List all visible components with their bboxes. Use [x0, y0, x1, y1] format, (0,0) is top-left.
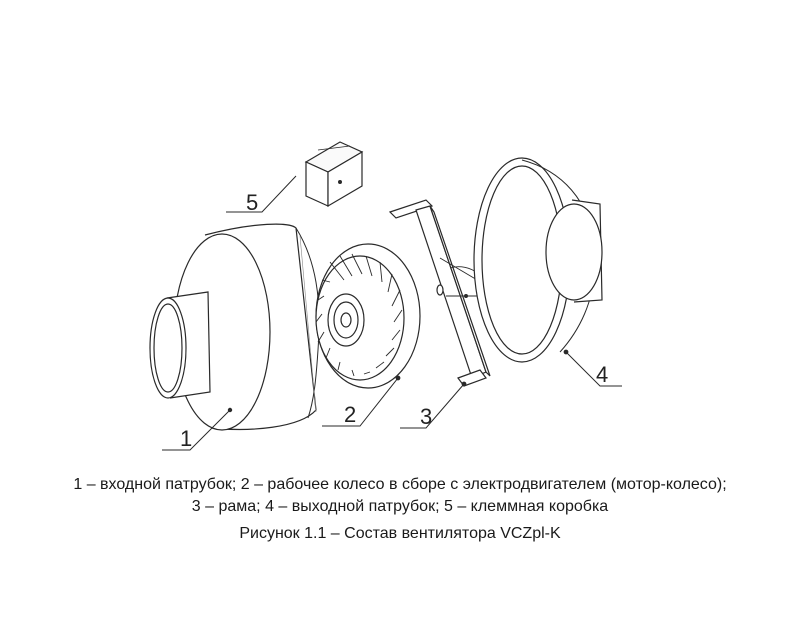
frame [388, 199, 495, 387]
exploded-view-diagram: 5 1 2 3 4 [149, 141, 622, 451]
figure-title: Рисунок 1.1 – Состав вентилятора VCZpl-K [239, 525, 561, 542]
terminal-box [304, 141, 364, 208]
leader-lines [162, 175, 622, 451]
callout-4: 4 [596, 362, 608, 387]
impeller-motor [315, 243, 421, 389]
callout-5: 5 [246, 190, 258, 215]
legend-line-1: 1 – входной патрубок; 2 – рабочее колесо… [73, 476, 727, 493]
inlet-housing [149, 223, 320, 431]
outlet-housing [473, 157, 603, 363]
callout-2: 2 [344, 402, 356, 427]
callout-1: 1 [180, 426, 192, 451]
legend-line-2: 3 – рама; 4 – выходной патрубок; 5 – кле… [191, 498, 609, 515]
callout-3: 3 [420, 404, 432, 429]
